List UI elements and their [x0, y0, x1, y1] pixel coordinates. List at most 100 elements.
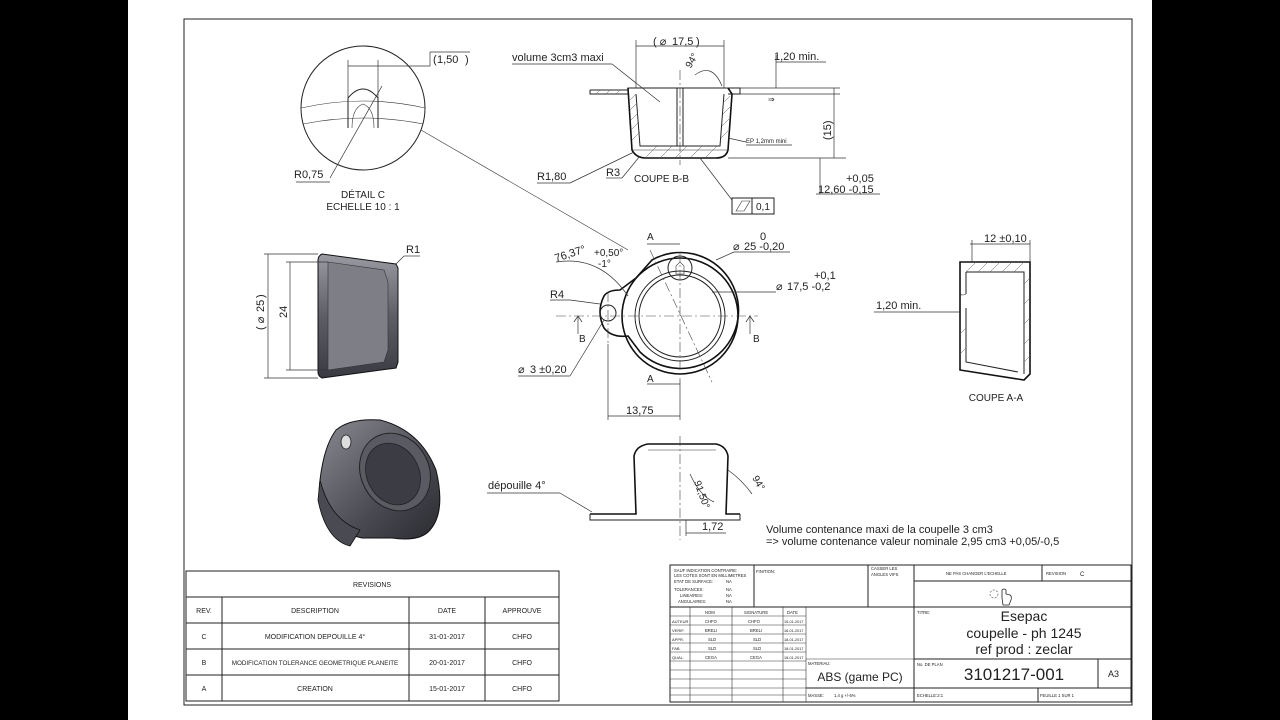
tb-name: SLD [708, 637, 716, 642]
tb-date: 16-01-2017 [784, 629, 803, 633]
section-b-b: ( ⌀ 17,5 ) volume 3cm3 maxi 94° 1,20 min… [512, 36, 880, 215]
front-dist: 13,75 [626, 405, 654, 417]
sec-a-bottom: A [647, 374, 654, 385]
tb-ne-pas: NE PAS CHANGER L'ECHELLE [946, 571, 1007, 576]
svg-text:): ) [255, 294, 267, 298]
tb-role: AUTEUR [672, 619, 689, 624]
bb-angle: 94° [684, 52, 701, 71]
side-radius: R1 [406, 244, 420, 256]
table-row: B [202, 660, 207, 667]
rev-approver: CHFO [512, 686, 532, 693]
rev-approver: CHFO [512, 660, 532, 667]
tb-masse-value: 1,4 g +/-5% [834, 693, 856, 698]
svg-text:⇒: ⇒ [768, 95, 775, 104]
front-dia25: 25 -0,20 [744, 241, 784, 253]
tb-revision-label: REVISION [1046, 571, 1066, 576]
rev-header-rev: REV. [196, 608, 212, 615]
tb-note: LINEAIRES: [680, 593, 703, 598]
detail-c-thickness: 1,50 [437, 54, 458, 66]
rev-approver: CHFO [512, 634, 532, 641]
detail-c-scale: ECHELLE 10 : 1 [326, 202, 400, 213]
tb-sig: BRELI [750, 628, 762, 633]
svg-text:( ⌀: ( ⌀ [255, 316, 267, 330]
front-hole: 3 ±0,20 [530, 364, 567, 376]
tb-name: BRELI [705, 628, 717, 633]
note-line1: Volume contenance maxi de la coupelle 3 … [766, 524, 993, 536]
svg-text:⌀: ⌀ [518, 364, 525, 376]
tb-titre-label: TITRE: [917, 610, 930, 615]
sec-b-left: B [579, 334, 586, 345]
svg-text:⌀: ⌀ [776, 281, 783, 293]
svg-text:( ⌀: ( ⌀ [653, 36, 667, 48]
tb-col-date: DATE [787, 610, 798, 615]
tb-sig: CHFO [748, 619, 761, 624]
rev-header-desc: DESCRIPTION [291, 608, 339, 615]
detail-c-radius: R0,75 [294, 169, 323, 181]
tb-col-nom: NOM [705, 610, 715, 615]
front-dia175-upper: +0,1 [814, 270, 836, 282]
bottom-angle2: 94° [749, 474, 766, 493]
table-row: A [202, 686, 207, 693]
tb-note: ETAT DE SURFACE: [674, 579, 713, 584]
rev-header-date: DATE [438, 608, 456, 615]
rev-desc: MODIFICATION TOLERANCE GEOMETRIQUE PLANE… [232, 660, 399, 667]
tb-echelle: ECHELLE:2:1 [917, 693, 944, 698]
bb-r1: R1,80 [537, 171, 566, 183]
tb-date: 18-01-2017 [784, 656, 803, 660]
tb-materiau-label: MATERIAU: [808, 661, 831, 666]
detail-c: 1,50 ( ) R0,75 DÉTAIL C ECHELLE 10 : 1 [294, 45, 629, 251]
svg-text:⌀: ⌀ [733, 241, 740, 253]
flatness-frame [731, 197, 775, 215]
tb-name: SLD [708, 646, 716, 651]
tb-role: FAB. [672, 646, 681, 651]
tb-note: LES COTES SONT EN MILLIMETRES [674, 573, 746, 578]
tb-note: SAUF INDICATION CONTRAIRE: [674, 568, 737, 573]
tb-revision-value: C [1080, 572, 1085, 578]
rev-date: 31-01-2017 [429, 634, 465, 641]
tb-note: ANGULAIRES: [678, 599, 706, 604]
aa-width: 12 ±0,10 [984, 233, 1027, 245]
tb-note-value: NA [726, 593, 732, 598]
isometric-view [317, 419, 441, 547]
side-height: 24 [278, 306, 290, 318]
bb-dia-top: 17,5 [672, 36, 693, 48]
bottom-view: dépouille 4° 91,50° 94° 1,72 [487, 436, 766, 540]
rev-date: 15-01-2017 [429, 686, 465, 693]
drawing-sheet: 1,50 ( ) R0,75 DÉTAIL C ECHELLE 10 : 1 [128, 0, 1152, 720]
tb-note-value: NA [726, 587, 732, 592]
aa-label: COUPE A-A [969, 393, 1024, 404]
tb-plan-number: 3101217-001 [964, 665, 1064, 684]
bb-label: COUPE B-B [634, 174, 689, 185]
section-a-a: 12 ±0,10 1,20 min. COUPE A-A [874, 233, 1031, 404]
bb-height: (15) [822, 120, 834, 140]
detail-leader-line [420, 129, 629, 251]
detail-c-label: DÉTAIL C [341, 188, 385, 201]
side-view: ( ⌀ 25 ) 24 R1 [255, 244, 420, 379]
tb-date: 18-01-2017 [784, 638, 803, 642]
aa-thickness: 1,20 min. [876, 300, 921, 312]
bottom-angle1: 91,50° [691, 479, 711, 510]
bottom-draft: dépouille 4° [488, 480, 546, 492]
tb-format: A3 [1108, 669, 1119, 679]
front-angle: 76,37° [553, 244, 587, 265]
bb-ep-note: EP 1,2mm mini [746, 139, 787, 145]
bb-tol-dim: 12,60 -0,15 [818, 184, 874, 196]
svg-text:): ) [465, 54, 469, 66]
tb-note-value: NA [726, 599, 732, 604]
tb-company: Esepac [1001, 608, 1048, 624]
tb-role: QUAL. [672, 655, 684, 660]
note-line2: => volume contenance valeur nominale 2,9… [766, 536, 1059, 548]
tb-ref-prod: ref prod : zeclar [975, 641, 1073, 657]
front-angle-minus: -1° [598, 259, 611, 270]
rev-desc: MODIFICATION DEPOUILLE 4° [265, 633, 365, 641]
tb-finition: FINITION: [756, 569, 775, 574]
tb-feuille: FEUILLE 1 SUR 1 [1040, 693, 1075, 698]
technical-drawing: 1,50 ( ) R0,75 DÉTAIL C ECHELLE 10 : 1 [183, 18, 1133, 706]
rev-header-approve: APPROUVE [503, 608, 542, 615]
detail-c-circle [300, 45, 426, 171]
front-angle-plus: +0,50° [594, 248, 623, 259]
tb-name: CHFO [705, 619, 718, 624]
side-dia: 25 [255, 300, 267, 312]
rev-date: 20-01-2017 [429, 660, 465, 667]
tb-sig: SLD [753, 637, 761, 642]
